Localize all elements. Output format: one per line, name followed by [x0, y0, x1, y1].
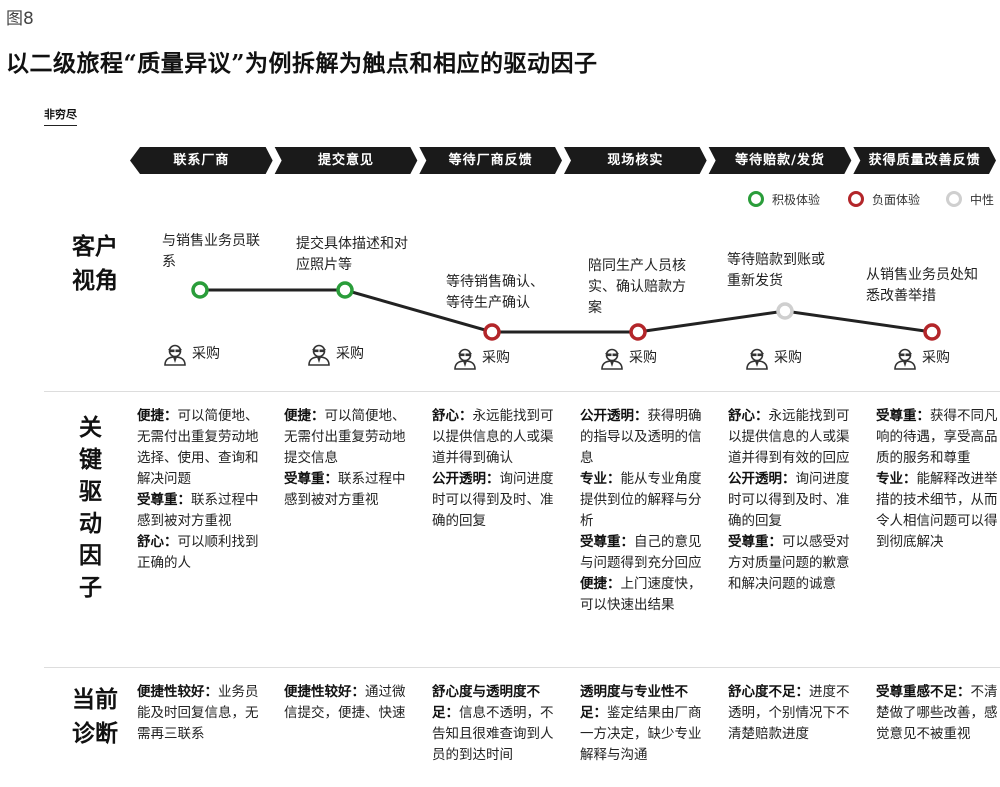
row-head-customer: 客户视角 — [72, 233, 118, 294]
stage-label: 联系厂商 — [173, 153, 230, 168]
touchpoint-node — [923, 323, 941, 341]
touchpoint-node — [191, 281, 209, 299]
figure-label: 图8 — [6, 9, 34, 29]
person-icon — [454, 348, 482, 370]
touchpoint-node — [776, 302, 794, 320]
touchpoint-label: 提交具体描述和对应照片等 — [296, 236, 408, 273]
buyer-persona: 采购 — [164, 342, 220, 366]
person-icon — [308, 344, 336, 366]
stage-label: 等待厂商反馈 — [448, 153, 533, 168]
touchpoint-label: 等待销售确认、等待生产确认 — [446, 274, 544, 311]
legend-neutral: 中性 — [946, 191, 994, 208]
touchpoint-node — [483, 323, 501, 341]
touchpoint-label: 等待赔款到账或重新发货 — [727, 252, 825, 289]
diagnosis-cell: 便捷性较好：通过微信提交，便捷、快速 — [284, 684, 406, 721]
stage-label: 获得质量改善反馈 — [868, 153, 981, 168]
journey-line — [200, 288, 933, 334]
person-icon — [164, 344, 192, 366]
touchpoint-node — [336, 281, 354, 299]
diagnosis-cell: 舒心度不足：进度不透明，个别情况下不清楚赔款进度 — [728, 684, 850, 742]
row-divider — [44, 391, 1000, 392]
diagnosis-cell: 受尊重感不足：不清楚做了哪些改善，感觉意见不被重视 — [876, 684, 998, 742]
diagnosis-cell: 透明度与专业性不足：鉴定结果由厂商一方决定，缺少专业解释与沟通 — [580, 684, 702, 763]
journey-nodes — [191, 281, 941, 341]
diagnosis-cell: 便捷性较好：业务员能及时回复信息，无需再三联系 — [137, 684, 259, 742]
legend-negative: 负面体验 — [848, 191, 920, 208]
drivers-cell: 便捷：可以简便地、无需付出重复劳动地提交信息 受尊重：联系过程中感到被对方重视 — [284, 408, 406, 508]
buyer-persona: 采购 — [601, 346, 657, 370]
stage-label: 提交意见 — [317, 153, 374, 168]
person-icon — [601, 348, 629, 370]
legend-positive: 积极体验 — [748, 191, 820, 208]
touchpoint-node — [629, 323, 647, 341]
neutral-dot-icon — [946, 191, 962, 207]
buyer-persona: 采购 — [894, 346, 950, 370]
diagnosis-cell: 舒心度与透明度不足：信息不透明，不告知且很难查询到人员的到达时间 — [432, 684, 554, 763]
drivers-cell: 便捷：可以简便地、无需付出重复劳动地选择、使用、查询和解决问题 受尊重：联系过程… — [137, 408, 259, 571]
stage-labels: 联系厂商 提交意见 等待厂商反馈 现场核实 等待赔款/发货 获得质量改善反馈 — [130, 147, 998, 174]
buyer-persona: 采购 — [308, 342, 364, 366]
stage-segment — [274, 147, 418, 174]
stage-segment — [708, 147, 852, 174]
stage-segment — [853, 147, 996, 174]
row-head-diagnosis: 当前诊断 — [72, 686, 118, 747]
buyer-persona: 采购 — [454, 346, 510, 370]
positive-dot-icon — [748, 191, 764, 207]
stage-segment — [564, 147, 707, 174]
touchpoint-label: 与销售业务员联系 — [162, 233, 260, 270]
row-divider — [44, 667, 1000, 668]
drivers-cell: 公开透明：获得明确的指导以及透明的信息 专业：能从专业角度提供到位的解释与分析 … — [580, 408, 702, 613]
stage-bar — [130, 147, 996, 174]
stage-segment — [130, 147, 273, 174]
negative-dot-icon — [848, 191, 864, 207]
buyer-persona: 采购 — [746, 346, 802, 370]
person-icon — [894, 348, 922, 370]
touchpoint-label: 从销售业务员处知悉改善举措 — [866, 267, 978, 304]
stage-label: 现场核实 — [607, 153, 664, 168]
non-exhaustive-note: 非穷尽 — [44, 106, 77, 126]
drivers-cell: 舒心：永远能找到可以提供信息的人或渠道并得到确认 公开透明：询问进度时可以得到及… — [432, 408, 554, 529]
touchpoint-label: 陪同生产人员核实、确认赔款方案 — [588, 258, 686, 316]
person-icon — [746, 348, 774, 370]
row-head-drivers: 关键驱动因子 — [79, 414, 102, 601]
page-title: 以二级旅程“质量异议”为例拆解为触点和相应的驱动因子 — [6, 50, 598, 77]
stage-segment — [419, 147, 562, 174]
drivers-cell: 受尊重：获得不同凡响的待遇，享受高品质的服务和尊重 专业：能解释改进举措的技术细… — [876, 408, 998, 550]
drivers-cell: 舒心：永远能找到可以提供信息的人或渠道并得到有效的回应 公开透明：询问进度时可以… — [728, 408, 850, 592]
stage-label: 等待赔款/发货 — [735, 153, 825, 168]
